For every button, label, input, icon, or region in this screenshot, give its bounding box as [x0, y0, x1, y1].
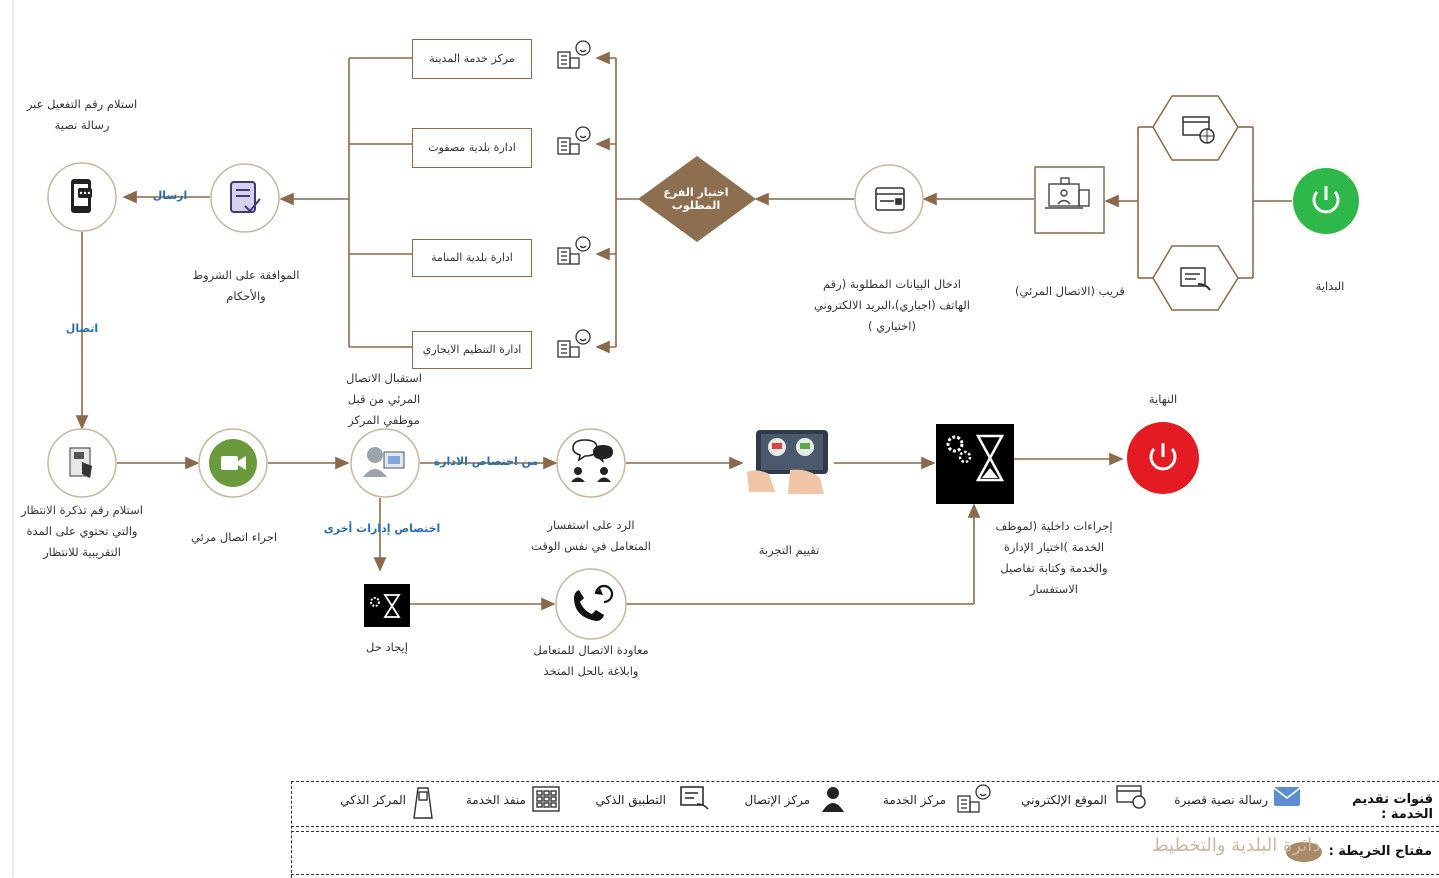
smart-center-icon [413, 787, 433, 819]
service-center-icon [557, 126, 591, 155]
video-call-label: اجراء اتصال مرئي [190, 530, 278, 544]
municipality-logo: دائرة البلدية والتخطيط [1152, 835, 1321, 856]
legend-separator [291, 826, 1439, 832]
legend-website: الموقع الإلكتروني [1021, 793, 1107, 807]
legend-smart-center: المركز الذكي [340, 793, 406, 807]
end-node [1127, 422, 1199, 494]
branch-box-4: ادارة التنظيم الايجاري [412, 331, 532, 369]
from-admin-label: من اختصاص الادارة [433, 455, 539, 468]
send-label: ارسال [152, 189, 188, 202]
agree-terms-label: الموافقة على الشروط والأحكام [192, 268, 300, 303]
power-icon [1149, 443, 1177, 471]
branch-box-1: مركز خدمة المدينة [412, 39, 532, 79]
video-camera-glyph [221, 456, 246, 470]
choose-branch-diamond [638, 156, 756, 242]
service-center-icon [557, 40, 591, 69]
map-key-oval [1286, 842, 1322, 862]
map-key-title: مفتاح الخريطة : [1328, 844, 1432, 859]
qareeb-node [1034, 166, 1105, 234]
rating-tablet-icon [744, 424, 834, 496]
agent-computer-icon [363, 447, 405, 477]
choose-branch-label: اختيار الفرع المطلوب [663, 186, 729, 212]
service-center-icon [557, 236, 591, 265]
service-center-icon [557, 329, 591, 358]
conversation-icon [571, 439, 613, 482]
callcenter-agent-icon [822, 787, 844, 812]
qareeb-label: قريب (الاتصال المرئي) [1015, 284, 1125, 298]
service-kiosk-icon [532, 786, 560, 812]
legend-call-center: مركز الإتصال [744, 793, 811, 807]
rate-label: تقييم التجربة [758, 543, 820, 557]
connect-label: اتصال [65, 322, 99, 335]
start-label: البداية [1315, 279, 1345, 293]
legend-frame [291, 781, 1439, 878]
internal-label: إجراءات داخلية (لموظف الخدمة )اختيار الإ… [995, 519, 1113, 596]
legend-bottom-border [291, 874, 1439, 875]
start-node [1293, 168, 1359, 234]
kiosk-ticket-icon [69, 447, 92, 478]
reply-label: الرد على استفسار المتعامل في نفس الوقت [531, 518, 651, 553]
legend-service-center: مركز الخدمة [882, 793, 946, 807]
callcenter-icon [1180, 267, 1211, 291]
callback-node [555, 568, 627, 640]
checklist-icon [230, 181, 261, 213]
gears-hourglass-small-icon [370, 594, 401, 618]
service-center-legend-icon [957, 784, 991, 813]
receive-code-label: استلام رقم التفعيل عبر رسالة نصية [26, 97, 138, 132]
form-card-icon [875, 187, 905, 211]
website-icon [1182, 116, 1215, 144]
receive-call-label: استقبال الاتصال المرئي من قبل موظفي المر… [346, 371, 422, 427]
phone-message-icon [71, 179, 92, 213]
gears-hourglass-icon [946, 434, 1005, 482]
video-conference-icon [1045, 177, 1090, 209]
end-label: النهاية [1148, 392, 1178, 406]
find-solution-label: إيجاد حل [366, 640, 408, 654]
receive-ticket-label: استلام رقم تذكرة الانتظار والتي تحتوي عل… [21, 503, 143, 559]
callback-label: معاودة الاتصال للمتعامل وابلاغة بالحل ال… [533, 643, 649, 678]
branch-box-2: ادارة بلدية مصفوت [412, 128, 532, 168]
phone-callback-icon [574, 584, 614, 621]
power-icon [1312, 186, 1340, 214]
reply-node [556, 428, 626, 498]
legend-service-kiosk: منفذ الخدمة [465, 793, 526, 807]
sms-icon [1273, 787, 1301, 806]
enter-data-label: ادخال البيانات المطلوبة (رقم الهاتف (اجب… [814, 277, 970, 333]
branch-box-3: ادارة بلدية المنامة [412, 239, 532, 277]
legend-sms: رسالة نصية قصيرة [1174, 793, 1268, 807]
website-legend-icon [1116, 785, 1146, 809]
enter-data-node [854, 164, 924, 234]
legend-smart-app: التطبيق الذكي [595, 793, 666, 807]
smart-app-icon [680, 786, 709, 810]
other-admin-label: اختصاص إدارات أخرى [323, 522, 441, 535]
channels-title: قنوات تقديم الخدمة : [1352, 792, 1433, 822]
find-solution-node [364, 584, 410, 627]
